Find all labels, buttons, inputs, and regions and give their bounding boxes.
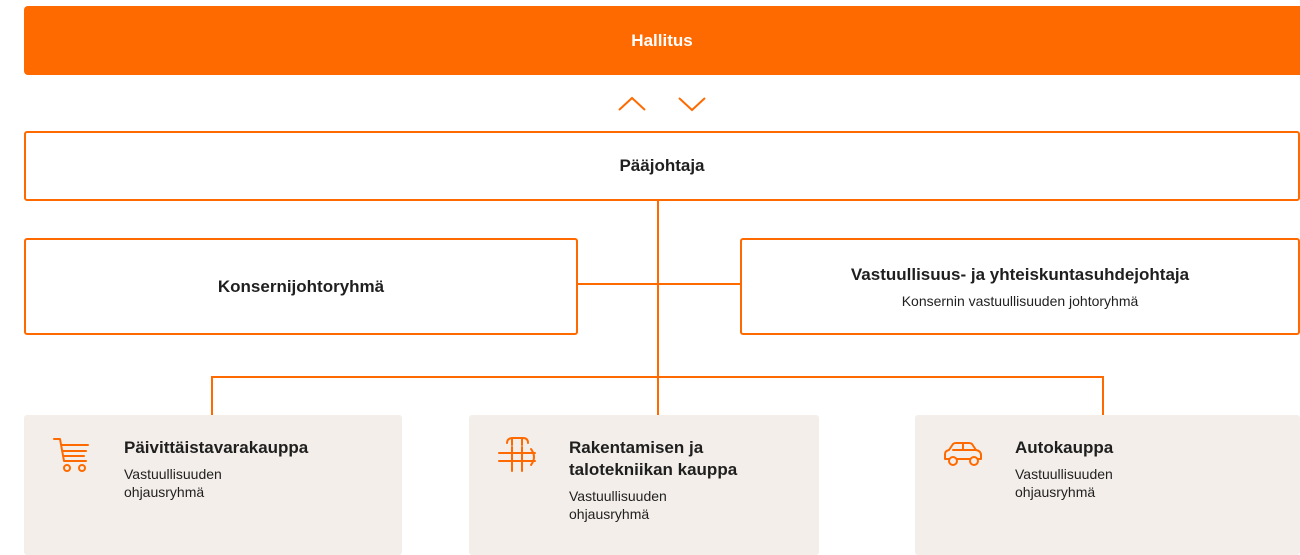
car-icon — [941, 435, 985, 475]
responsibility-director-box: Vastuullisuus- ja yhteiskuntasuhdejohtaj… — [740, 238, 1300, 335]
division-title: Päivittäistavarakauppa — [124, 438, 309, 457]
shopping-cart-icon — [50, 435, 94, 475]
responsibility-director-title: Vastuullisuus- ja yhteiskuntasuhdejohtaj… — [850, 264, 1190, 284]
board-label: Hallitus — [631, 30, 693, 50]
chevron-up-icon[interactable] — [616, 94, 648, 114]
division-card-grocery: Päivittäistavarakauppa Vastuullisuuden o… — [24, 415, 402, 555]
division-card-auto: Autokauppa Vastuullisuuden ohjausryhmä — [915, 415, 1300, 555]
expand-collapse-controls[interactable] — [616, 92, 708, 116]
board-bar: Hallitus — [24, 6, 1300, 75]
division-subtitle: Vastuullisuuden ohjausryhmä — [569, 488, 667, 522]
ceo-label: Pääjohtaja — [619, 156, 705, 175]
group-management-box: Konsernijohtoryhmä — [24, 238, 578, 335]
chevron-down-icon[interactable] — [676, 94, 708, 114]
division-subtitle: Vastuullisuuden ohjausryhmä — [124, 466, 222, 500]
division-title: Rakentamisen ja talotekniikan kauppa — [569, 438, 738, 479]
division-card-building: Rakentamisen ja talotekniikan kauppa Vas… — [469, 415, 819, 555]
division-title: Autokauppa — [1015, 438, 1114, 457]
division-subtitle: Vastuullisuuden ohjausryhmä — [1015, 466, 1113, 500]
group-management-label: Konsernijohtoryhmä — [217, 276, 385, 296]
ceo-box: Pääjohtaja — [24, 131, 1300, 201]
responsibility-committee-label: Konsernin vastuullisuuden johtoryhmä — [901, 292, 1139, 309]
plumbing-pipes-icon — [495, 435, 539, 475]
